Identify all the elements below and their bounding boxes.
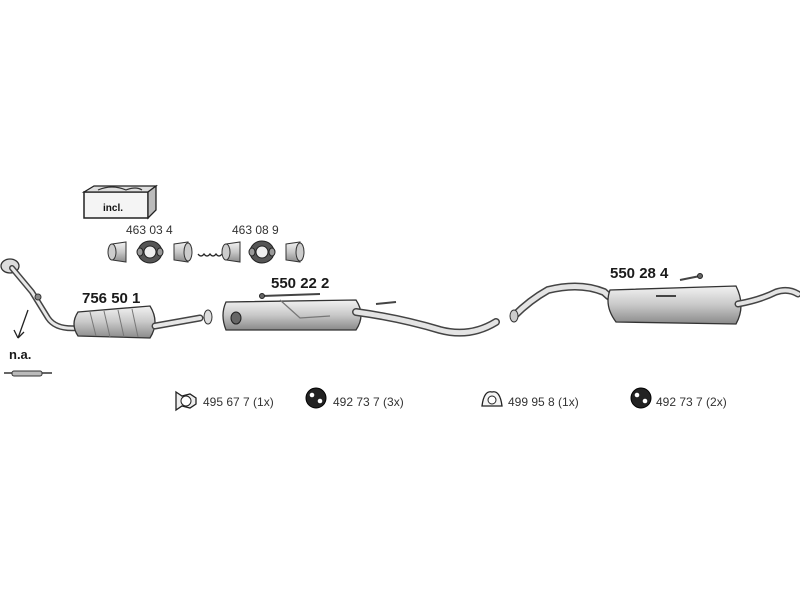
kit-included-label: incl. <box>103 203 124 214</box>
rubber-mount-a-icon[interactable] <box>305 387 327 409</box>
rear-silencer-number[interactable]: 550 28 4 <box>610 265 669 282</box>
clamp-b-icon[interactable] <box>481 391 503 407</box>
middle-silencer-assembly[interactable] <box>222 293 500 337</box>
hanger-rod <box>261 293 321 297</box>
middle-silencer-number[interactable]: 550 22 2 <box>271 275 330 292</box>
rubber-mount-b-icon[interactable] <box>630 387 652 409</box>
catalyst-body <box>73 305 156 339</box>
catalytic-converter-assembly[interactable] <box>0 258 213 339</box>
catalytic-converter-number[interactable]: 756 50 1 <box>82 290 141 307</box>
front-pipe <box>9 265 81 332</box>
silencer-inlet <box>230 311 242 325</box>
clamp-b-label[interactable]: 499 95 8 (1x) <box>508 395 579 409</box>
catalyst-outlet-flange <box>203 309 213 325</box>
oxygen-sensor <box>4 309 52 377</box>
gasket-kit-box <box>81 184 158 220</box>
sensor-boss <box>34 293 42 301</box>
clamp-a-label[interactable]: 495 67 7 (1x) <box>203 395 274 409</box>
sensor-body <box>11 370 43 377</box>
rear-silencer-body <box>607 285 742 325</box>
rubber-mount-b-label[interactable]: 492 73 7 (2x) <box>656 395 727 409</box>
spring-icon <box>197 252 223 257</box>
gasket-set-b[interactable] <box>221 240 305 264</box>
middle-silencer-body <box>222 299 362 331</box>
gasket-set-a-number[interactable]: 463 03 4 <box>126 223 173 237</box>
clamp-a-icon[interactable] <box>175 390 197 412</box>
gasket-set-b-number[interactable]: 463 08 9 <box>232 223 279 237</box>
hanger-bracket <box>375 301 397 305</box>
not-available-label: n.a. <box>9 347 32 362</box>
rear-silencer-assembly[interactable] <box>509 273 800 325</box>
pointer-line <box>17 309 29 339</box>
rubber-mount-a-label[interactable]: 492 73 7 (3x) <box>333 395 404 409</box>
gasket-set-a[interactable] <box>107 240 223 264</box>
